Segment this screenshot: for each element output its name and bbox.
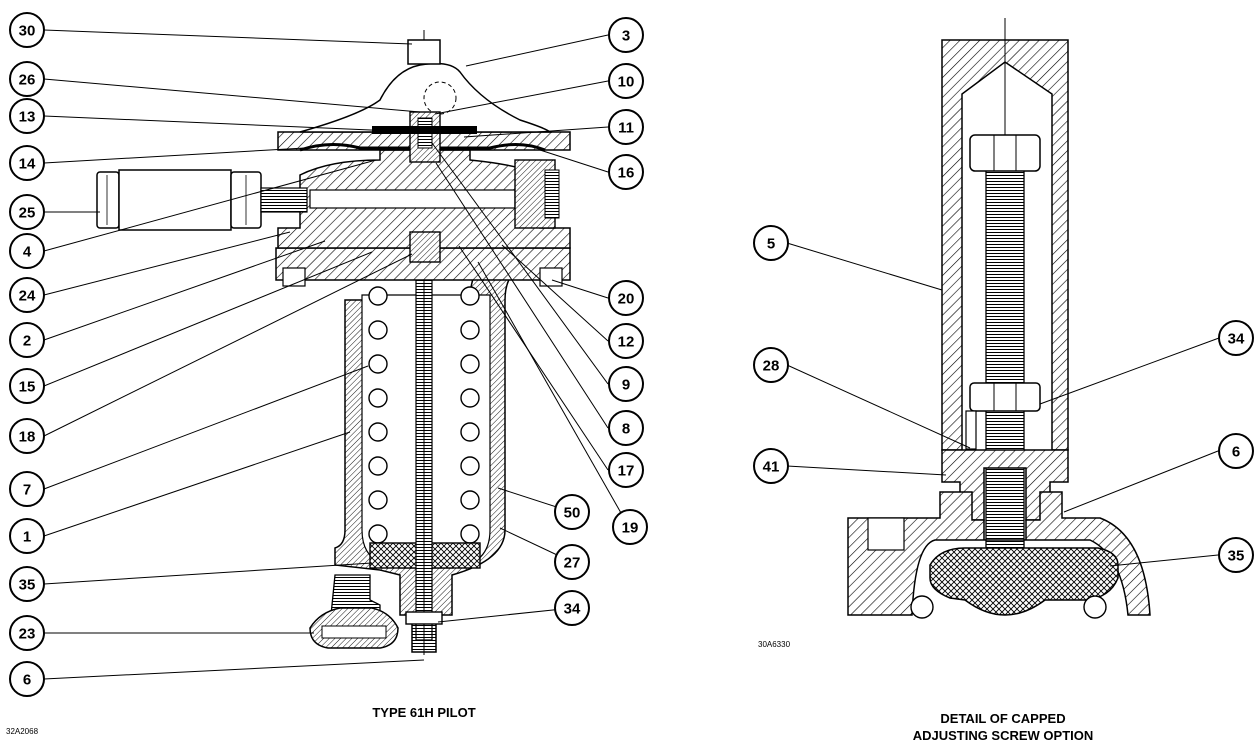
- callout-3: 3: [608, 17, 644, 53]
- svg-text:19: 19: [622, 520, 639, 537]
- svg-text:5: 5: [767, 236, 775, 253]
- callout-6: 6: [9, 661, 45, 697]
- pilot-assembly-drawing: [96, 30, 571, 655]
- svg-text:25: 25: [19, 205, 36, 222]
- callout-11: 11: [608, 109, 644, 145]
- svg-text:20: 20: [618, 291, 635, 308]
- svg-text:41: 41: [763, 459, 780, 476]
- callout-23: 23: [9, 615, 45, 651]
- callout-34-detail: 34: [1218, 320, 1254, 356]
- callout-12: 12: [608, 323, 644, 359]
- callout-13: 13: [9, 98, 45, 134]
- svg-text:9: 9: [622, 377, 630, 394]
- svg-text:4: 4: [23, 244, 32, 261]
- svg-text:14: 14: [19, 156, 36, 173]
- leader-lines-right-view: [786, 242, 1220, 567]
- svg-text:16: 16: [618, 165, 635, 182]
- callout-18: 18: [9, 418, 45, 454]
- callout-19: 19: [612, 509, 648, 545]
- svg-text:34: 34: [1228, 331, 1245, 348]
- svg-text:3: 3: [622, 28, 630, 45]
- svg-text:11: 11: [618, 120, 634, 137]
- svg-text:13: 13: [19, 109, 36, 126]
- left-view-caption: TYPE 61H PILOT: [372, 705, 476, 720]
- callout-15: 15: [9, 368, 45, 404]
- svg-text:6: 6: [23, 672, 31, 689]
- callout-35-detail: 35: [1218, 537, 1254, 573]
- svg-text:18: 18: [19, 429, 36, 446]
- svg-text:30: 30: [19, 23, 36, 40]
- svg-text:17: 17: [618, 463, 635, 480]
- svg-text:28: 28: [763, 358, 780, 375]
- callout-25: 25: [9, 194, 45, 230]
- callout-30: 30: [9, 12, 45, 48]
- svg-text:8: 8: [622, 421, 630, 438]
- callout-8: 8: [608, 410, 644, 446]
- svg-text:35: 35: [19, 577, 36, 594]
- callout-4: 4: [9, 233, 45, 269]
- svg-text:24: 24: [19, 288, 36, 305]
- right-view-caption-line1: DETAIL OF CAPPED: [940, 711, 1066, 726]
- right-view-caption-line2: ADJUSTING SCREW OPTION: [912, 728, 1094, 743]
- callout-17: 17: [608, 452, 644, 488]
- svg-text:10: 10: [618, 74, 635, 91]
- callout-27: 27: [554, 544, 590, 580]
- callout-14: 14: [9, 145, 45, 181]
- callout-5: 5: [753, 225, 789, 261]
- svg-text:1: 1: [23, 529, 31, 546]
- svg-text:12: 12: [618, 334, 635, 351]
- callout-35: 35: [9, 566, 45, 602]
- callout-7: 7: [9, 471, 45, 507]
- svg-text:23: 23: [19, 626, 36, 643]
- svg-text:15: 15: [19, 379, 36, 396]
- svg-text:6: 6: [1232, 444, 1240, 461]
- left-drawing-code: 32A2068: [6, 727, 39, 736]
- svg-text:27: 27: [564, 555, 581, 572]
- callout-16: 16: [608, 154, 644, 190]
- callout-20: 20: [608, 280, 644, 316]
- svg-text:2: 2: [23, 333, 31, 350]
- svg-text:34: 34: [564, 601, 581, 618]
- leader-lines-left-view: [43, 29, 630, 680]
- callout-41: 41: [753, 448, 789, 484]
- right-drawing-code: 30A6330: [758, 640, 791, 649]
- callout-1: 1: [9, 518, 45, 554]
- callout-28: 28: [753, 347, 789, 383]
- callout-6-detail: 6: [1218, 433, 1254, 469]
- callout-10: 10: [608, 63, 644, 99]
- capped-screw-detail-drawing: [847, 18, 1151, 619]
- callout-50: 50: [554, 494, 590, 530]
- callout-26: 26: [9, 61, 45, 97]
- svg-text:26: 26: [19, 72, 36, 89]
- svg-text:50: 50: [564, 505, 581, 522]
- callout-9: 9: [608, 366, 644, 402]
- callout-34: 34: [554, 590, 590, 626]
- callout-2: 2: [9, 322, 45, 358]
- svg-text:7: 7: [23, 482, 31, 499]
- callout-24: 24: [9, 277, 45, 313]
- svg-text:35: 35: [1228, 548, 1245, 565]
